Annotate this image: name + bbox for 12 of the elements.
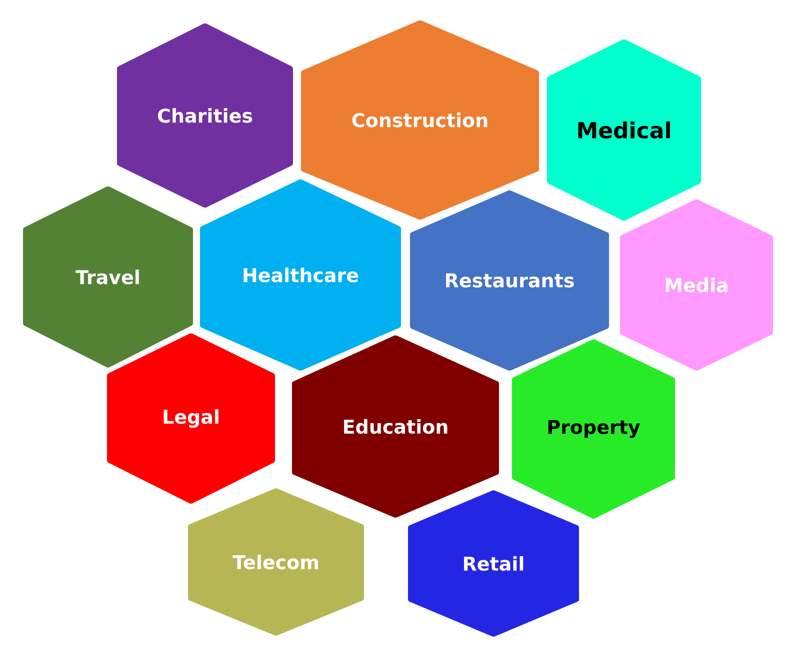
hexagon: Medical bbox=[547, 39, 701, 221]
hexagon: Restaurants bbox=[410, 190, 609, 371]
hexagon: Telecom bbox=[188, 488, 364, 636]
hexagon: Retail bbox=[408, 490, 579, 637]
hexagon: Healthcare bbox=[200, 179, 401, 371]
hexagon: Education bbox=[292, 335, 499, 518]
hexagon: Media bbox=[620, 199, 773, 371]
hexagon: Legal bbox=[107, 333, 275, 504]
hexagon: Travel bbox=[23, 186, 193, 368]
hexagon: Property bbox=[512, 339, 675, 519]
hexagon: Construction bbox=[301, 20, 539, 220]
hexagon: Charities bbox=[117, 23, 293, 208]
